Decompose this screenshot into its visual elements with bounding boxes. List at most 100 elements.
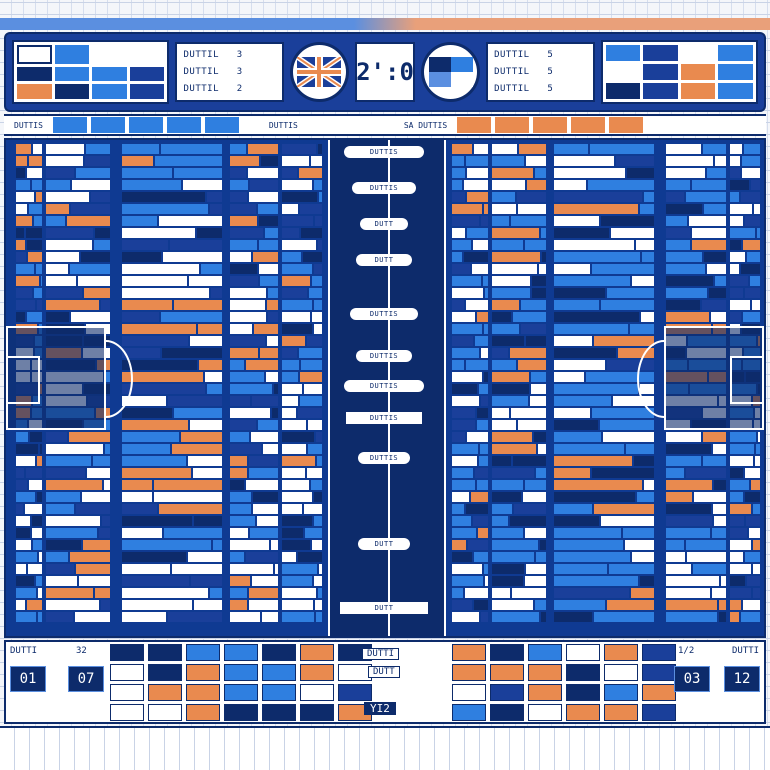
stat-row[interactable] — [554, 492, 654, 502]
stat-row[interactable] — [554, 264, 654, 274]
timeline-label[interactable]: DUTTIS — [346, 412, 422, 424]
stat-row[interactable] — [492, 516, 546, 526]
stat-row[interactable] — [666, 504, 726, 514]
stat-row[interactable] — [730, 504, 760, 514]
stat-row[interactable] — [282, 216, 322, 226]
stat-row[interactable] — [282, 300, 322, 310]
stat-row[interactable] — [46, 468, 110, 478]
stat-row[interactable] — [122, 216, 222, 226]
stat-row[interactable] — [282, 612, 322, 622]
stat-row[interactable] — [16, 600, 42, 610]
stat-row[interactable] — [554, 564, 654, 574]
stat-row[interactable] — [492, 564, 546, 574]
stat-row[interactable] — [122, 336, 222, 346]
stat-row[interactable] — [282, 276, 322, 286]
stat-row[interactable] — [492, 612, 546, 622]
stat-row[interactable] — [46, 300, 110, 310]
stat-row[interactable] — [554, 252, 654, 262]
stat-row[interactable] — [492, 384, 546, 394]
stat-row[interactable] — [554, 528, 654, 538]
timeline-label[interactable]: DUTT — [356, 254, 412, 266]
timeline-label[interactable]: DUTTIS — [350, 308, 418, 320]
stat-row[interactable] — [452, 468, 488, 478]
stat-row[interactable] — [730, 228, 760, 238]
stat-row[interactable] — [554, 444, 654, 454]
stat-row[interactable] — [666, 456, 726, 466]
stat-row[interactable] — [282, 516, 322, 526]
stat-row[interactable] — [730, 588, 760, 598]
stat-row[interactable] — [16, 504, 42, 514]
stat-row[interactable] — [122, 372, 222, 382]
stat-row[interactable] — [46, 228, 110, 238]
stat-row[interactable] — [730, 252, 760, 262]
stat-row[interactable] — [492, 180, 546, 190]
stat-row[interactable] — [554, 516, 654, 526]
stat-row[interactable] — [730, 300, 760, 310]
stat-row[interactable] — [666, 264, 726, 274]
stat-row[interactable] — [46, 540, 110, 550]
stat-row[interactable] — [666, 588, 726, 598]
stat-row[interactable] — [16, 252, 42, 262]
stat-row[interactable] — [16, 192, 42, 202]
stat-row[interactable] — [16, 468, 42, 478]
stat-row[interactable] — [452, 288, 488, 298]
stat-row[interactable] — [492, 312, 546, 322]
stat-row[interactable] — [16, 588, 42, 598]
stat-row[interactable] — [554, 228, 654, 238]
stat-row[interactable] — [554, 336, 654, 346]
stat-row[interactable] — [46, 444, 110, 454]
stat-row[interactable] — [122, 324, 222, 334]
stat-row[interactable] — [46, 204, 110, 214]
timeline-label[interactable]: DUTTIS — [344, 146, 424, 158]
stat-row[interactable] — [122, 228, 222, 238]
stat-row[interactable] — [230, 540, 278, 550]
stat-row[interactable] — [16, 528, 42, 538]
stat-row[interactable] — [16, 264, 42, 274]
stat-row[interactable] — [46, 432, 110, 442]
header-cell[interactable] — [533, 117, 568, 133]
stat-row[interactable] — [492, 300, 546, 310]
stat-row[interactable] — [282, 552, 322, 562]
stat-row[interactable] — [452, 540, 488, 550]
home-crest[interactable] — [289, 42, 349, 102]
stat-row[interactable] — [492, 576, 546, 586]
stat-row[interactable] — [282, 432, 322, 442]
stat-row[interactable] — [122, 384, 222, 394]
stat-row[interactable] — [16, 168, 42, 178]
stat-row[interactable] — [230, 480, 278, 490]
stat-row[interactable] — [452, 180, 488, 190]
stat-row[interactable] — [492, 456, 546, 466]
stat-row[interactable] — [122, 252, 222, 262]
stat-row[interactable] — [122, 192, 222, 202]
stat-row[interactable] — [230, 192, 278, 202]
stat-row[interactable] — [122, 540, 222, 550]
stat-row[interactable] — [666, 228, 726, 238]
stat-row[interactable] — [16, 564, 42, 574]
stat-row[interactable] — [230, 324, 278, 334]
timeline-label[interactable]: DUTTIS — [352, 182, 416, 194]
stat-row[interactable] — [46, 312, 110, 322]
stat-row[interactable] — [452, 168, 488, 178]
stat-row[interactable] — [554, 504, 654, 514]
stat-row[interactable] — [492, 228, 546, 238]
stat-row[interactable] — [122, 312, 222, 322]
stat-row[interactable] — [730, 492, 760, 502]
stat-row[interactable] — [666, 288, 726, 298]
stat-row[interactable] — [492, 492, 546, 502]
stat-row[interactable] — [230, 276, 278, 286]
stat-row[interactable] — [554, 216, 654, 226]
stat-row[interactable] — [230, 360, 278, 370]
stat-row[interactable] — [282, 324, 322, 334]
stat-row[interactable] — [230, 504, 278, 514]
stat-row[interactable] — [230, 396, 278, 406]
header-cell[interactable] — [52, 117, 87, 133]
stat-row[interactable] — [492, 156, 546, 166]
stat-row[interactable] — [452, 252, 488, 262]
stat-row[interactable] — [230, 492, 278, 502]
timeline-label[interactable]: DUTT — [340, 602, 428, 614]
stat-row[interactable] — [730, 240, 760, 250]
stat-row[interactable] — [46, 192, 110, 202]
stat-row[interactable] — [452, 204, 488, 214]
stat-row[interactable] — [230, 288, 278, 298]
stat-row[interactable] — [282, 540, 322, 550]
